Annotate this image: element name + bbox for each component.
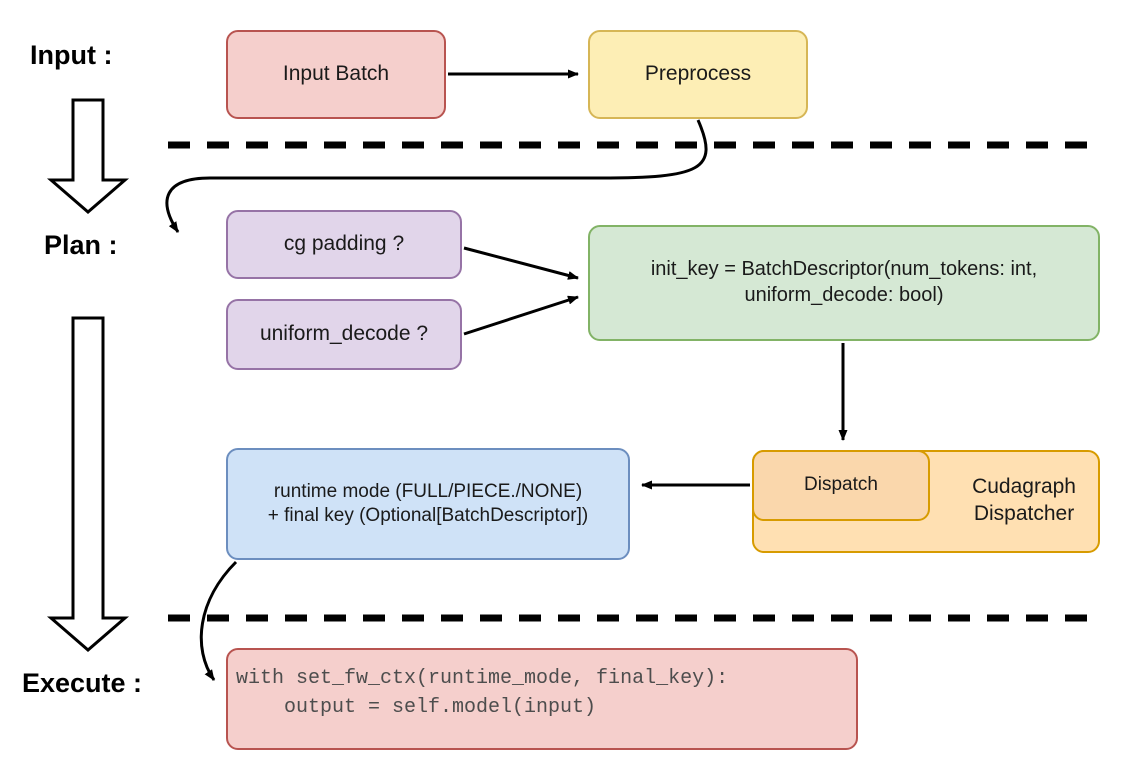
- node-init-key-line-1: init_key = BatchDescriptor(num_tokens: i…: [650, 258, 1038, 281]
- node-cg-padding-label: cg padding ?: [283, 232, 405, 256]
- node-cudagraph-dispatcher-line-1: Cudagraph: [972, 475, 1076, 498]
- node-dispatch-label: Dispatch: [804, 474, 878, 496]
- stage-label-input: Input :: [30, 40, 113, 70]
- node-init-key-text: init_key = BatchDescriptor(num_tokens: i…: [651, 257, 1037, 308]
- node-runtime-mode-line-2: + final key (Optional[BatchDescriptor]): [267, 505, 589, 526]
- edge-uniform-decode-to-init-key: [463, 295, 579, 336]
- node-code-block[interactable]: with set_fw_ctx(runtime_mode, final_key)…: [226, 648, 858, 750]
- node-input-batch[interactable]: Input Batch: [226, 30, 446, 119]
- node-preprocess-label: Preprocess: [644, 62, 752, 86]
- stage-arrow-input-to-plan: [46, 98, 130, 214]
- stage-label-plan: Plan :: [44, 230, 118, 260]
- node-cudagraph-dispatcher-line-2: Dispatcher: [973, 501, 1075, 525]
- node-cg-padding[interactable]: cg padding ?: [226, 210, 462, 279]
- node-init-key[interactable]: init_key = BatchDescriptor(num_tokens: i…: [588, 225, 1100, 341]
- edge-cg-padding-to-init-key: [463, 246, 579, 280]
- node-runtime-mode-line-1: runtime mode (FULL/PIECE./NONE): [273, 480, 583, 502]
- node-uniform-decode[interactable]: uniform_decode ?: [226, 299, 462, 370]
- node-uniform-decode-label: uniform_decode ?: [259, 322, 429, 346]
- stage-label-execute: Execute :: [22, 668, 143, 698]
- node-runtime-mode-text: runtime mode (FULL/PIECE./NONE) + final …: [268, 480, 589, 529]
- node-runtime-mode[interactable]: runtime mode (FULL/PIECE./NONE) + final …: [226, 448, 630, 560]
- stage-arrow-plan-to-execute: [46, 316, 130, 652]
- node-cudagraph-dispatcher-text: Cudagraph Dispatcher: [972, 474, 1076, 528]
- node-init-key-line-2: uniform_decode: bool): [744, 284, 944, 306]
- node-preprocess[interactable]: Preprocess: [588, 30, 808, 119]
- node-input-batch-label: Input Batch: [282, 62, 390, 86]
- node-dispatch[interactable]: Dispatch: [752, 450, 930, 521]
